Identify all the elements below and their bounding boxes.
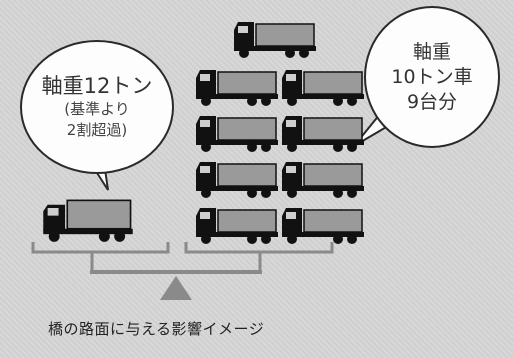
left-bubble-note-line2: 2割超過) (66, 121, 128, 139)
left-pan (31, 242, 170, 254)
right-bubble-line2: 10トン車 (391, 65, 473, 88)
truck-icon (234, 22, 316, 58)
truck-icon (43, 199, 133, 242)
diagram-caption: 橋の路面に与える影響イメージ (48, 320, 265, 338)
right-bubble-line1: 軸重 (412, 40, 451, 63)
truck-icon (282, 70, 364, 106)
truck-icon (196, 208, 278, 244)
truck-icon (282, 162, 364, 198)
truck-icon (196, 162, 278, 198)
left-bubble-note-line1: (基準より (64, 100, 130, 118)
truck-icon (196, 116, 278, 152)
right-bubble-line3: 9台分 (406, 90, 458, 113)
fulcrum-icon (160, 276, 192, 300)
truck-icon (282, 208, 364, 244)
truck-icon (196, 70, 278, 106)
left-bubble-title: 軸重12トン (41, 74, 153, 98)
truck-icon (282, 116, 364, 152)
left-speech-bubble: 軸重12トン (基準より 2割超過) (20, 40, 174, 174)
right-speech-bubble: 軸重 10トン車 9台分 (364, 6, 500, 148)
